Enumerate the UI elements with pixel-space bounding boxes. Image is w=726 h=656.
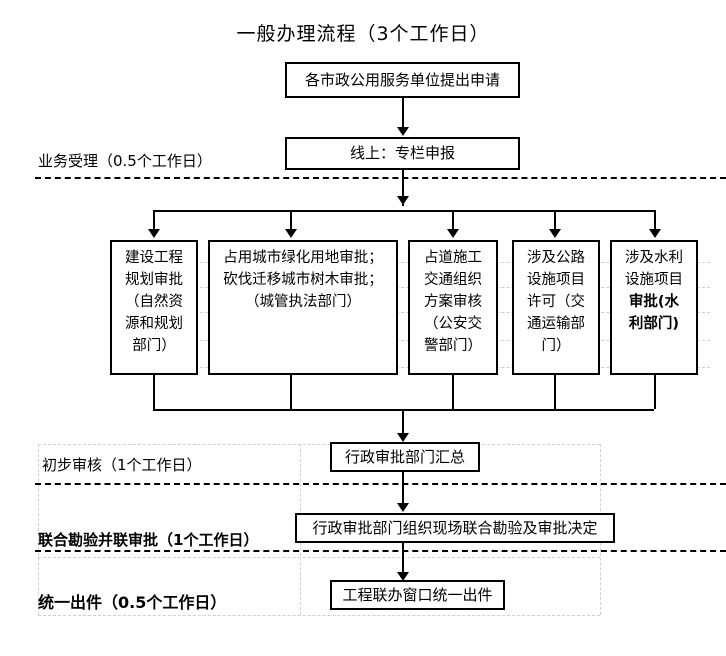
branch-line: 部门） bbox=[132, 338, 176, 354]
branch-line: （公安交 bbox=[424, 316, 482, 332]
box-online-declaration[interactable]: 线上：专栏申报 bbox=[285, 137, 520, 170]
box-branch-road-traffic-text: 占道施工 交通组织 方案审核 （公安交 警部门） bbox=[414, 247, 492, 357]
arrow-branch-2 bbox=[285, 229, 297, 238]
box-joint-inspection[interactable]: 行政审批部门组织现场联合勘验及审批决定 bbox=[295, 513, 615, 543]
arrow-branch-4 bbox=[549, 229, 561, 238]
branch-line: 门） bbox=[541, 338, 571, 354]
connector-apply-to-online bbox=[402, 98, 404, 130]
grid-line-bottom bbox=[38, 615, 600, 616]
branch-line: 占道施工 bbox=[424, 250, 482, 266]
box-online-declaration-label: 线上：专栏申报 bbox=[349, 144, 455, 162]
branch-line: 交通组织 bbox=[424, 272, 482, 288]
branch-line: 设施项目 bbox=[625, 272, 683, 288]
branch-stem-2 bbox=[290, 210, 292, 232]
branch-line: 许可（交 bbox=[527, 294, 585, 310]
stage-label-unified-output: 统一出件（0.5个工作日） bbox=[38, 594, 226, 612]
merge-stem-2 bbox=[290, 375, 292, 409]
stage-separator-preliminary bbox=[35, 483, 726, 485]
box-branch-planning[interactable]: 建设工程 规划审批 （自然资 源和规划 部门） bbox=[110, 240, 198, 375]
box-apply-label: 各市政公用服务单位提出申请 bbox=[304, 70, 500, 89]
merge-stem-3 bbox=[452, 375, 454, 409]
connector-summary-to-joint bbox=[402, 472, 404, 508]
branch-line: 警部门） bbox=[424, 338, 482, 354]
arrow-joint-to-output bbox=[397, 572, 409, 581]
branch-line: 砍伐迁移城市树木审批； bbox=[223, 272, 383, 288]
stage-label-joint-review: 联合勘验并联审批（1个工作日） bbox=[38, 531, 258, 549]
branch-stem-5 bbox=[654, 210, 656, 232]
arrow-summary-to-joint bbox=[397, 503, 409, 512]
merge-stem-1 bbox=[153, 375, 155, 409]
branch-line: 审批(水 bbox=[628, 294, 680, 310]
branch-line: 源和规划 bbox=[125, 316, 183, 332]
branch-stem-3 bbox=[452, 210, 454, 232]
branch-line: 涉及水利 bbox=[625, 250, 683, 266]
branch-line: 占用城市绿化用地审批； bbox=[223, 250, 383, 266]
stage-label-unified-output-text: 统一出件（0.5个工作日） bbox=[38, 593, 227, 612]
box-branch-highway[interactable]: 涉及公路 设施项目 许可（交 通运输部 门） bbox=[512, 240, 600, 375]
box-branch-water-text: 涉及水利 设施项目 审批(水 利部门) bbox=[616, 247, 692, 335]
branch-stem-4 bbox=[554, 210, 556, 232]
arrow-online-to-branches bbox=[397, 196, 409, 205]
arrow-branch-5 bbox=[649, 229, 661, 238]
box-branch-planning-text: 建设工程 规划审批 （自然资 源和规划 部门） bbox=[116, 247, 192, 357]
branch-line: （自然资 bbox=[125, 294, 183, 310]
chart-title: 一般办理流程（3个工作日） bbox=[236, 23, 490, 45]
branch-line: 设施项目 bbox=[527, 272, 585, 288]
stage-label-joint-review-text: 联合勘验并联审批（1个工作日） bbox=[38, 531, 259, 549]
connector-online-to-branches bbox=[402, 170, 404, 206]
arrow-branch-1 bbox=[148, 229, 160, 238]
branch-distribution-bar bbox=[153, 210, 654, 212]
branch-line: 规划审批 bbox=[125, 272, 183, 288]
arrow-branch-3 bbox=[447, 229, 459, 238]
branch-stem-1 bbox=[153, 210, 155, 232]
stage-separator-joint-review bbox=[35, 550, 726, 552]
box-apply[interactable]: 各市政公用服务单位提出申请 bbox=[285, 62, 520, 98]
merge-to-summary bbox=[402, 409, 404, 437]
grid-line-left bbox=[38, 444, 39, 615]
stage-separator-acceptance bbox=[35, 177, 726, 179]
box-branch-greening[interactable]: 占用城市绿化用地审批； 砍伐迁移城市树木审批； （城管执法部门） bbox=[208, 240, 398, 375]
box-unified-output-label: 工程联办窗口统一出件 bbox=[342, 585, 493, 604]
branch-line: 方案审核 bbox=[424, 294, 482, 310]
box-branch-highway-text: 涉及公路 设施项目 许可（交 通运输部 门） bbox=[518, 247, 594, 357]
merge-stem-4 bbox=[554, 375, 556, 409]
stage-label-acceptance: 业务受理（0.5个工作日） bbox=[38, 152, 212, 170]
stage-label-preliminary: 初步审核（1个工作日） bbox=[42, 456, 202, 474]
branch-line: 通运输部 bbox=[527, 316, 585, 332]
branch-line: 涉及公路 bbox=[527, 250, 585, 266]
arrow-apply-to-online bbox=[397, 127, 409, 136]
box-branch-water[interactable]: 涉及水利 设施项目 审批(水 利部门) bbox=[610, 240, 698, 375]
grid-line-mid bbox=[38, 557, 600, 558]
box-summary-label: 行政审批部门汇总 bbox=[344, 447, 465, 466]
box-summary[interactable]: 行政审批部门汇总 bbox=[330, 442, 480, 472]
merge-stem-5 bbox=[654, 375, 656, 409]
branch-line: 利部门) bbox=[628, 316, 680, 332]
stage-label-acceptance-text: 业务受理（0.5个工作日） bbox=[38, 152, 212, 170]
box-branch-road-traffic[interactable]: 占道施工 交通组织 方案审核 （公安交 警部门） bbox=[408, 240, 498, 375]
box-branch-greening-text: 占用城市绿化用地审批； 砍伐迁移城市树木审批； （城管执法部门） bbox=[214, 247, 392, 313]
box-unified-output[interactable]: 工程联办窗口统一出件 bbox=[330, 580, 505, 610]
stage-label-preliminary-text: 初步审核（1个工作日） bbox=[42, 456, 202, 474]
branch-line: 建设工程 bbox=[125, 250, 183, 266]
box-joint-inspection-label: 行政审批部门组织现场联合勘验及审批决定 bbox=[312, 518, 598, 537]
connector-joint-to-output bbox=[402, 543, 404, 575]
grid-line-top bbox=[38, 444, 600, 445]
branch-line: （城管执法部门） bbox=[245, 294, 361, 310]
arrow-merge-to-summary bbox=[397, 433, 409, 442]
